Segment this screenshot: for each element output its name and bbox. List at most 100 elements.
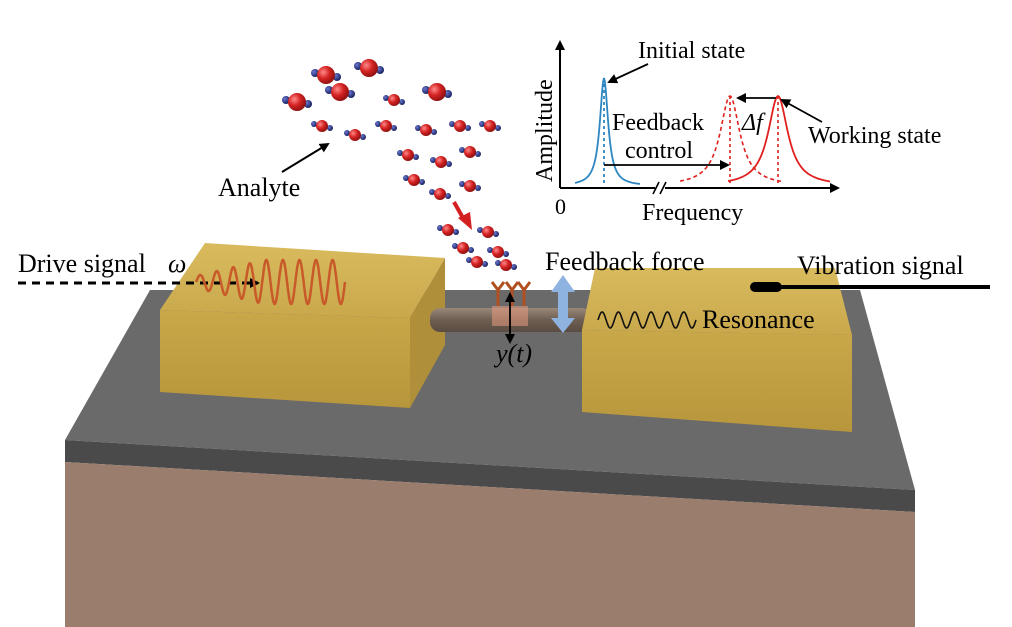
molecule-atom-blue bbox=[375, 121, 381, 127]
molecule-atom-red bbox=[435, 156, 447, 168]
molecule-atom-blue bbox=[477, 227, 483, 233]
molecule-atom-blue bbox=[511, 264, 517, 270]
vibration-signal-label: Vibration signal bbox=[797, 251, 964, 280]
analyte-molecule bbox=[422, 83, 452, 101]
analyte-molecule bbox=[430, 156, 452, 168]
right-electrode bbox=[582, 268, 852, 432]
molecule-atom-blue bbox=[465, 125, 471, 131]
molecule-atom-red bbox=[457, 242, 469, 254]
molecule-atom-red bbox=[471, 256, 483, 268]
right-electrode-front bbox=[582, 330, 852, 432]
molecule-atom-blue bbox=[429, 189, 435, 195]
molecule-atom-blue bbox=[344, 130, 350, 136]
molecule-atom-blue bbox=[437, 225, 443, 231]
molecule-atom-red bbox=[360, 59, 378, 77]
analyte-molecule bbox=[459, 180, 481, 192]
molecule-atom-red bbox=[434, 188, 446, 200]
molecule-atom-blue bbox=[466, 257, 472, 263]
analyte-molecule bbox=[397, 149, 419, 161]
molecule-atom-blue bbox=[430, 157, 436, 163]
omega-symbol: ω bbox=[168, 249, 186, 278]
molecule-atom-red bbox=[492, 246, 504, 258]
analyte-molecule bbox=[487, 246, 509, 258]
molecule-atom-red bbox=[482, 226, 494, 238]
analyte-molecule bbox=[437, 224, 459, 236]
resonator-beam bbox=[430, 306, 592, 332]
inset-origin-label: 0 bbox=[555, 194, 566, 219]
analyte-molecule bbox=[311, 66, 341, 84]
molecule-atom-blue bbox=[453, 229, 459, 235]
molecule-atom-blue bbox=[399, 99, 405, 105]
analyte-molecule bbox=[344, 129, 366, 141]
platform-front-brown bbox=[65, 462, 915, 627]
molecule-atom-red bbox=[402, 149, 414, 161]
molecule-atom-blue bbox=[482, 261, 488, 267]
drive-signal-label: Drive signal bbox=[18, 249, 146, 278]
molecule-atom-red bbox=[317, 66, 335, 84]
inset-y-label: Amplitude bbox=[532, 79, 558, 182]
feedback-control-label-line1: Feedback bbox=[612, 110, 704, 136]
platform-front-dark bbox=[65, 440, 915, 512]
analyte-molecule bbox=[403, 174, 425, 186]
molecule-atom-red bbox=[484, 120, 496, 132]
analyte-molecule bbox=[429, 188, 451, 200]
left-electrode-front bbox=[160, 310, 410, 408]
inset-x-label: Frequency bbox=[642, 200, 743, 226]
receptors bbox=[490, 281, 532, 306]
molecule-atom-red bbox=[388, 94, 400, 106]
molecule-atom-blue bbox=[503, 251, 509, 257]
initial-state-pointer bbox=[607, 63, 649, 84]
analyte-molecule bbox=[452, 242, 474, 254]
feedback-force-arrow bbox=[551, 275, 575, 333]
right-electrode-top bbox=[582, 268, 852, 335]
analyte-molecule bbox=[477, 226, 499, 238]
analyte-molecule bbox=[311, 120, 333, 132]
working-state-label: Working state bbox=[808, 123, 941, 149]
analyte-molecules bbox=[282, 59, 517, 271]
molecule-atom-blue bbox=[459, 181, 465, 187]
resonance: Resonance bbox=[597, 305, 815, 334]
molecule-atom-blue bbox=[419, 179, 425, 185]
analyte-molecule bbox=[383, 94, 405, 106]
analyte-molecule bbox=[325, 83, 355, 101]
capture-arrow-shaft bbox=[452, 201, 465, 219]
frequency-inset: 0 Frequency Amplitude Δf Initial state W… bbox=[532, 38, 941, 226]
analyte-molecule bbox=[449, 120, 471, 132]
left-electrode-side bbox=[410, 258, 445, 408]
working-state-pointer bbox=[780, 99, 823, 123]
analyte-molecule bbox=[282, 93, 312, 111]
capture-arrow-head bbox=[458, 212, 472, 230]
inset-axis-break bbox=[652, 181, 667, 195]
molecule-atom-blue bbox=[479, 121, 485, 127]
molecule-atom-red bbox=[380, 120, 392, 132]
displacement-label: y(t) bbox=[493, 339, 532, 368]
delta-f-label: Δf bbox=[741, 110, 766, 136]
molecule-atom-blue bbox=[495, 260, 501, 266]
analyte-molecule bbox=[354, 59, 384, 77]
molecule-atom-blue bbox=[446, 161, 452, 167]
molecule-atom-red bbox=[349, 129, 361, 141]
molecule-atom-blue bbox=[452, 243, 458, 249]
molecule-atom-blue bbox=[475, 185, 481, 191]
analyte-molecule bbox=[375, 120, 397, 132]
analyte-label: Analyte bbox=[218, 173, 300, 202]
resonance-label: Resonance bbox=[702, 305, 815, 334]
intermediate-peak bbox=[679, 95, 783, 183]
drive-signal: Drive signal ω bbox=[18, 249, 347, 306]
molecule-atom-red bbox=[408, 174, 420, 186]
analyte-pointer bbox=[281, 142, 330, 173]
capture-arrow bbox=[452, 201, 472, 230]
drive-waveform bbox=[194, 258, 347, 306]
analyte-molecule bbox=[466, 256, 488, 268]
molecule-atom-red bbox=[442, 224, 454, 236]
molecule-atom-blue bbox=[413, 154, 419, 160]
working-state-peak bbox=[727, 94, 831, 183]
analyte-molecule bbox=[479, 120, 501, 132]
analyte: Analyte bbox=[218, 142, 330, 202]
molecule-atom-red bbox=[331, 83, 349, 101]
molecule-atom-blue bbox=[449, 121, 455, 127]
molecule-atom-blue bbox=[493, 231, 499, 237]
feedback-force: Feedback force bbox=[545, 247, 705, 333]
